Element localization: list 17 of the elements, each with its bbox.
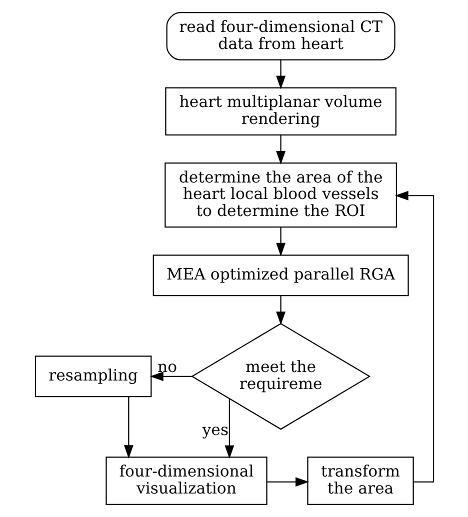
node-box: four-dimensional visualization	[105, 456, 267, 505]
arrow	[394, 190, 434, 482]
arrow	[149, 372, 192, 382]
arrow	[276, 296, 286, 326]
arrow	[123, 397, 133, 459]
arrow	[276, 135, 286, 165]
node-box: MEA optimized parallel RGA	[152, 254, 408, 296]
node-box: heart multiplanar volume rendering	[164, 87, 396, 136]
edge-label: no	[156, 357, 177, 376]
arrow	[276, 60, 286, 90]
node-box: determine the area of the heart local blood vessels to determine the ROI	[164, 162, 397, 228]
arrow	[224, 399, 234, 459]
arrow	[266, 477, 309, 487]
node-box: read four-dimensional CT data from heart	[166, 12, 395, 60]
node-box: resampling	[34, 356, 152, 398]
node-box: transform the area	[306, 456, 414, 505]
arrow	[276, 227, 286, 256]
